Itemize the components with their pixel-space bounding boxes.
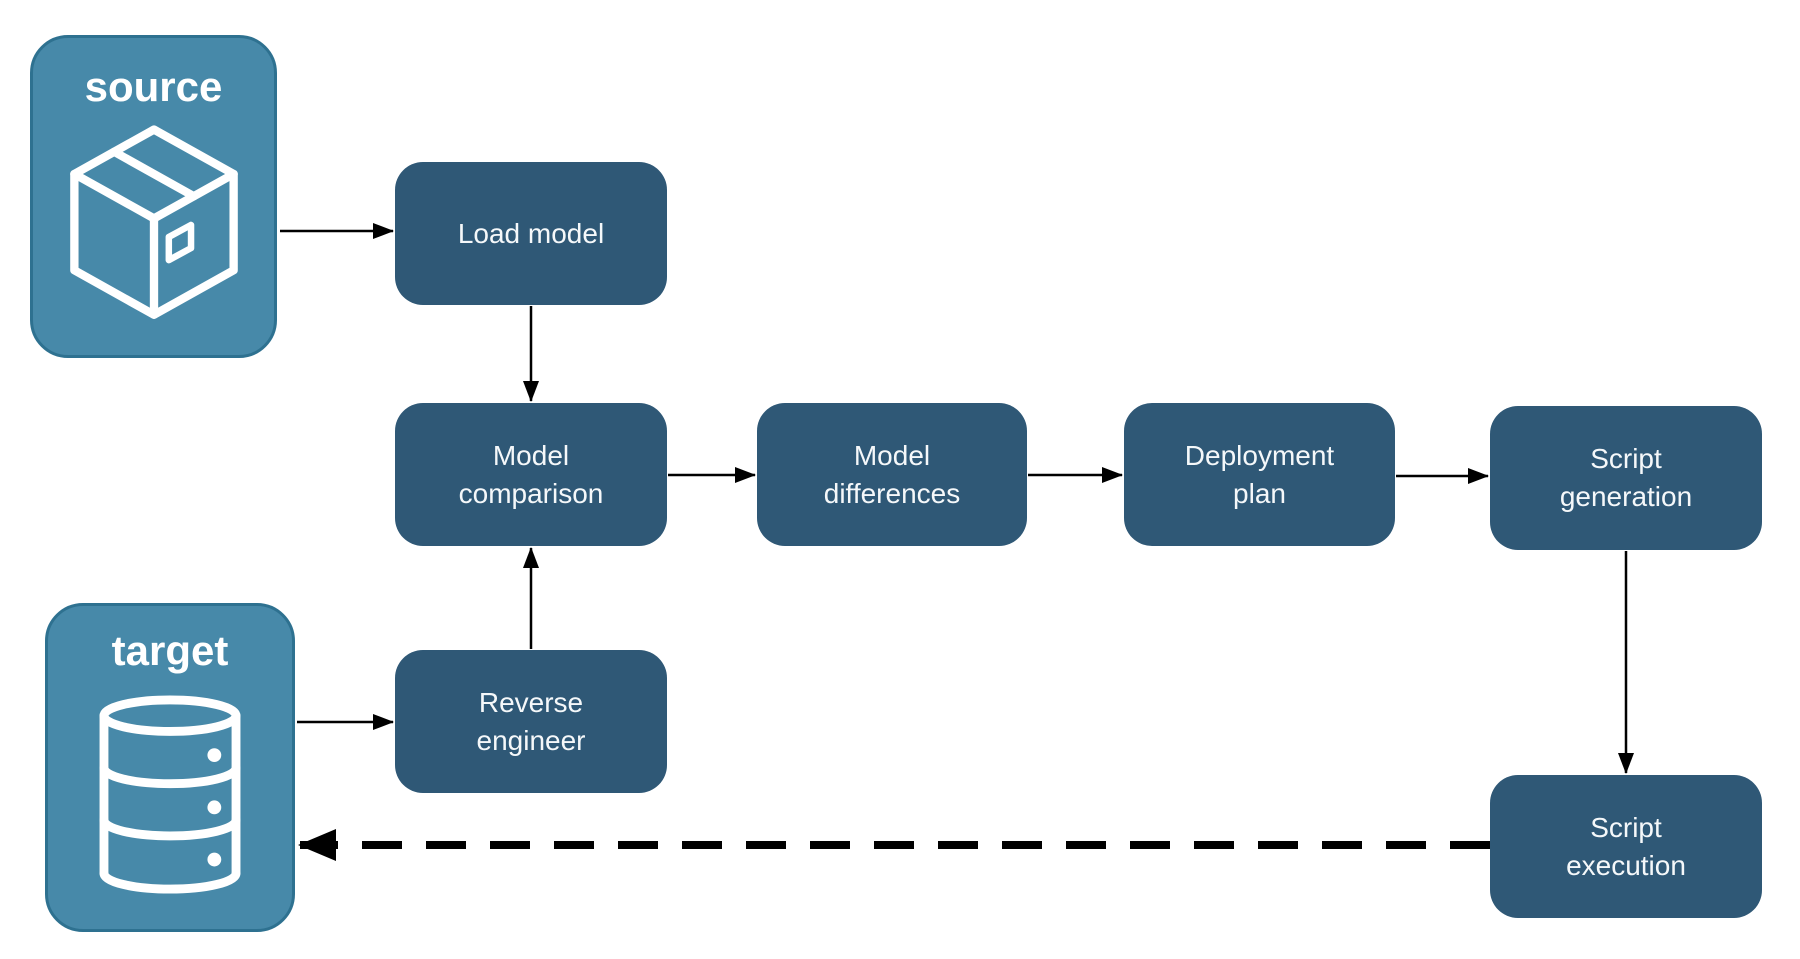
node-reverse-engineer: Reverse engineer	[395, 650, 667, 793]
node-load-model: Load model	[395, 162, 667, 305]
node-label: Load model	[457, 217, 605, 249]
node-deployment-plan: Deployment plan	[1124, 403, 1395, 546]
database-icon	[99, 695, 241, 894]
node-label: Deployment plan	[1184, 439, 1335, 509]
node-model-differences: Model differences	[757, 403, 1027, 546]
target-label: target	[111, 627, 229, 674]
node-script-generation: Script generation	[1490, 406, 1762, 550]
node-label: Script generation	[1559, 443, 1693, 512]
node-label: Reverse engineer	[476, 686, 586, 756]
package-icon	[69, 125, 238, 319]
node-script-execution: Script execution	[1490, 775, 1762, 918]
source-label: source	[84, 63, 223, 110]
node-label: Model comparison	[458, 439, 604, 509]
target-container: target	[45, 603, 295, 932]
source-container: source	[30, 35, 277, 358]
node-label: Model differences	[823, 439, 961, 509]
node-model-comparison: Model comparison	[395, 403, 667, 546]
node-label: Script execution	[1566, 811, 1686, 881]
